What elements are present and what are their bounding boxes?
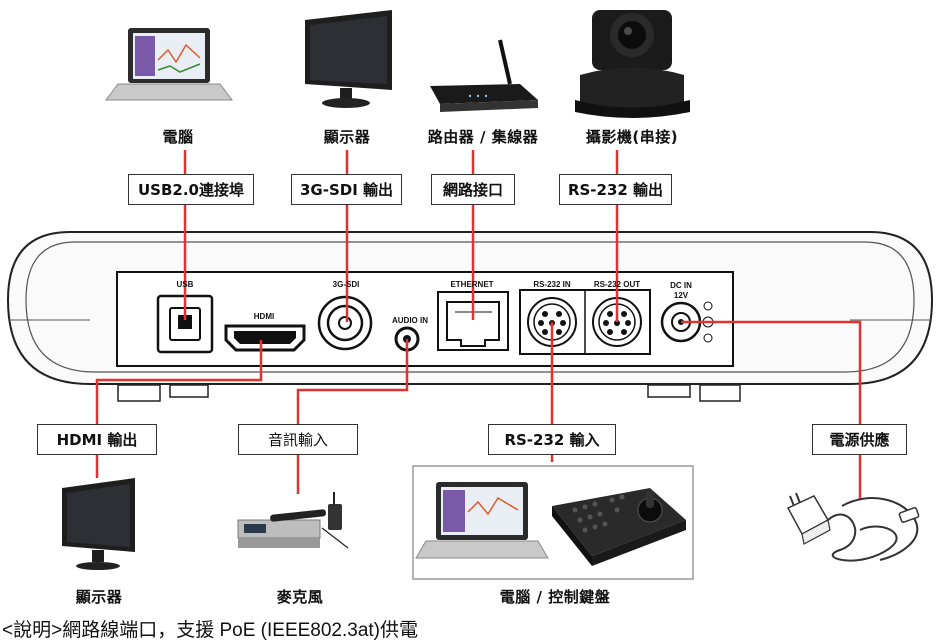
callout-usb: USB2.0連接埠 <box>128 174 254 205</box>
port-label-dc-in: DC IN <box>670 281 692 290</box>
port-label-rs232-out: RS-232 OUT <box>593 280 641 289</box>
port-label-ethernet: ETHERNET <box>450 280 494 289</box>
description-note: <說明>網路線端口，支援 PoE (IEEE802.3at)供電 <box>2 620 419 641</box>
callout-rs232-out: RS-232 輸出 <box>559 174 672 205</box>
label-controller: 電腦 / 控制鍵盤 <box>499 588 611 606</box>
callout-network: 網路接口 <box>431 174 515 205</box>
callout-sdi: 3G-SDI 輸出 <box>291 174 402 205</box>
callout-rs232-in: RS-232 輸入 <box>488 424 616 455</box>
label-monitor: 顯示器 <box>323 128 371 146</box>
router-icon <box>430 39 538 112</box>
callout-power: 電源供應 <box>812 424 907 455</box>
ptz-camera-icon <box>575 10 690 118</box>
port-label-rs232-in: RS-232 IN <box>533 280 571 289</box>
port-label-sdi: 3G-SDI <box>332 280 360 289</box>
laptop-icon-bottom <box>415 482 549 559</box>
label-camera: 攝影機(串接) <box>585 128 679 146</box>
monitor-icon <box>305 10 392 108</box>
port-label-dc-12v: 12V <box>673 291 689 300</box>
microphone-icon <box>237 492 349 549</box>
callout-audio-in: 音訊輸入 <box>238 424 358 455</box>
label-computer: 電腦 <box>162 128 194 146</box>
sdi-port <box>317 295 373 351</box>
control-keyboard-icon <box>552 488 686 566</box>
port-label-usb: USB <box>176 280 194 289</box>
label-monitor-bottom: 顯示器 <box>75 588 123 606</box>
laptop-icon <box>105 28 233 101</box>
power-adapter-icon <box>786 492 920 562</box>
port-label-hdmi: HDMI <box>253 312 275 321</box>
port-label-audio-in: AUDIO IN <box>392 316 428 325</box>
usb-port <box>156 294 214 354</box>
hdmi-port <box>224 324 306 352</box>
label-router: 路由器 / 集線器 <box>427 128 539 146</box>
callout-hdmi-out: HDMI 輸出 <box>37 424 157 455</box>
monitor-icon-bottom <box>62 478 135 570</box>
label-microphone: 麥克風 <box>276 588 324 606</box>
